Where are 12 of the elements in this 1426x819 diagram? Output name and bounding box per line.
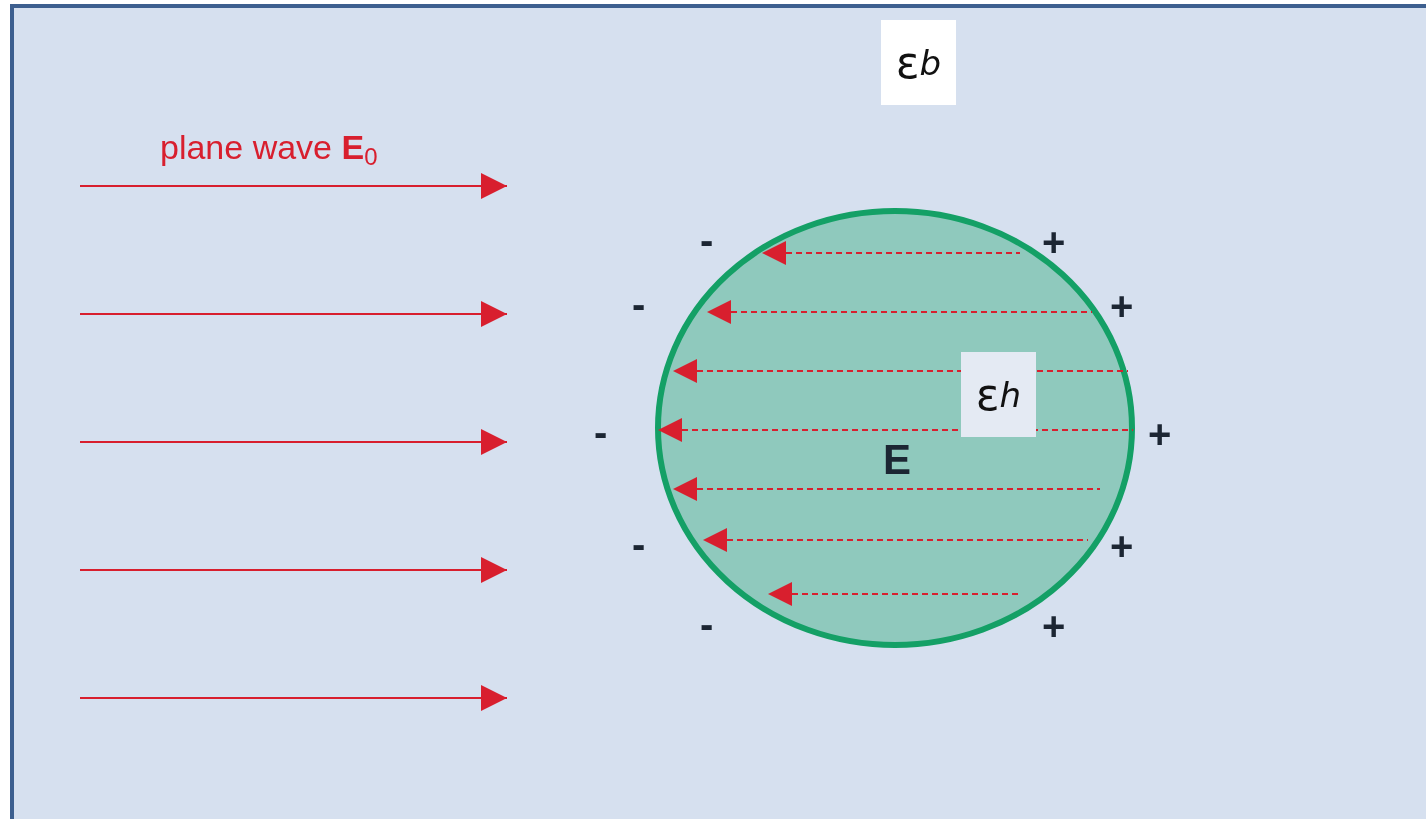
charge-sign: - bbox=[594, 410, 608, 455]
charge-sign: + bbox=[1110, 284, 1134, 329]
charge-sign: - bbox=[700, 218, 714, 263]
charge-sign: - bbox=[632, 282, 646, 327]
wave-label: plane wave E$_{0}$ bbox=[160, 128, 378, 171]
charge-sign: - bbox=[632, 522, 646, 567]
field-label: E bbox=[883, 436, 911, 484]
charge-sign: - bbox=[700, 602, 714, 647]
charge-sign: + bbox=[1042, 220, 1066, 265]
charge-sign: + bbox=[1110, 524, 1134, 569]
charge-sign: + bbox=[1042, 604, 1066, 649]
charge-sign: + bbox=[1148, 412, 1172, 457]
